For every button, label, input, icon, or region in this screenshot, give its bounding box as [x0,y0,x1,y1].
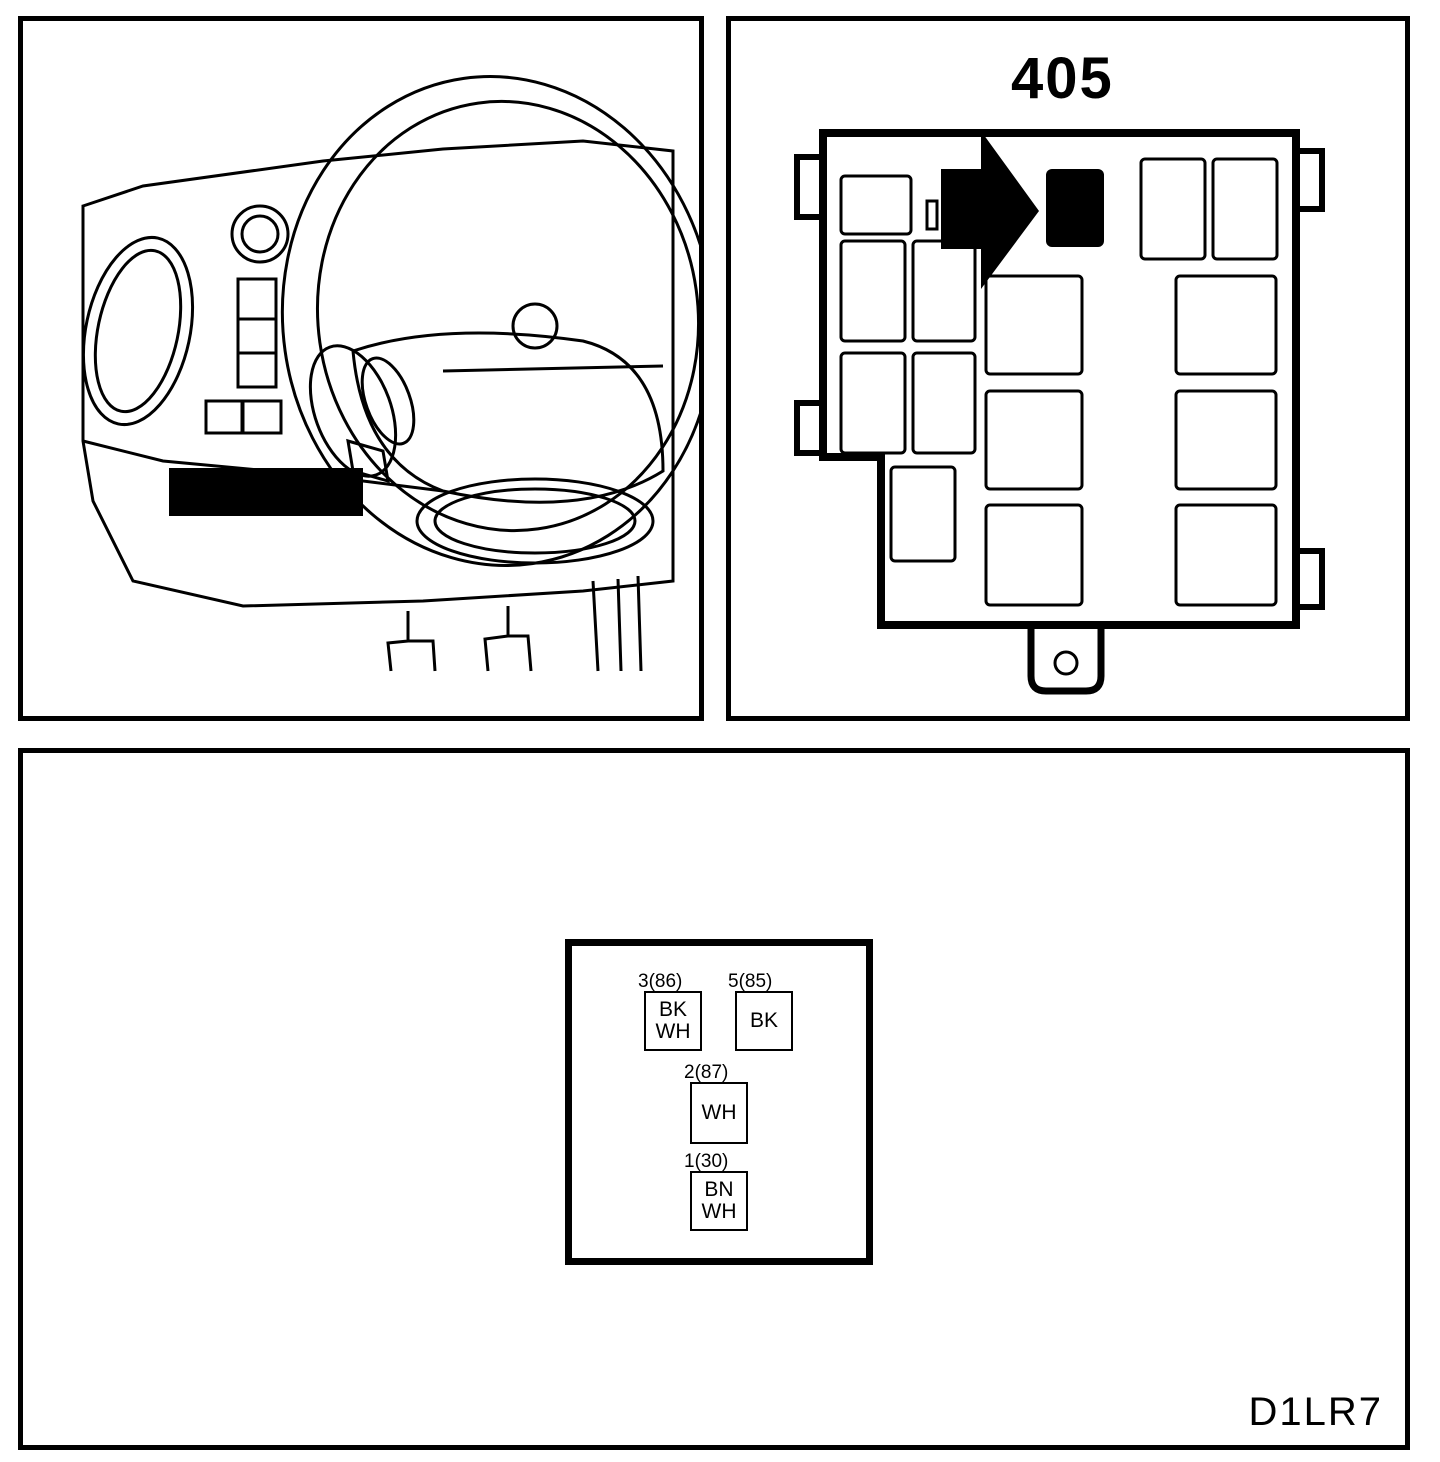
steering-column-base [415,477,655,565]
pin-label: 2(87) [684,1062,729,1083]
highlighted-relay [1046,169,1104,247]
wire-color: WH [701,1200,737,1223]
wire-color: BK [749,1009,778,1032]
fuse-box-title: 405 [1011,46,1114,111]
horn-center [511,302,559,350]
connector-pinout-panel: 3(86) BK WH 5(85) BK 2(87) WH 1(30) BN W [18,748,1410,1450]
diagram-code: D1LR7 [1248,1390,1383,1434]
dashboard-illustration [81,75,699,672]
wire-color: WH [701,1101,737,1124]
pin-label: 3(86) [638,971,683,992]
location-arrow [941,131,1039,289]
pedal-left [386,611,437,672]
light-switch-knob [230,204,290,264]
highlighted-module [169,468,363,516]
pin-wire-box: WH [690,1082,748,1144]
fuse-box-diagram [794,129,1325,695]
left-vent [81,235,195,427]
steering-hub [351,331,665,504]
wire-color: WH [655,1020,691,1043]
pin-label: 1(30) [684,1151,729,1172]
pedal-right [483,606,533,672]
wire-color: BN [704,1178,734,1201]
pin-wire-box: BN WH [690,1171,748,1231]
pin-label: 5(85) [728,971,773,992]
pin-wire-box: BK WH [644,991,702,1051]
relay-connector: 3(86) BK WH 5(85) BK 2(87) WH 1(30) BN W [565,939,873,1265]
mounting-lug [1027,625,1105,695]
dashboard-outline [81,139,675,608]
fuse-box-outline [819,129,1300,629]
wire-color: BK [658,998,687,1021]
dashboard-location-panel [18,16,704,721]
pin-wire-box: BK [735,991,793,1051]
fuse-box-panel: 405 [726,16,1410,721]
